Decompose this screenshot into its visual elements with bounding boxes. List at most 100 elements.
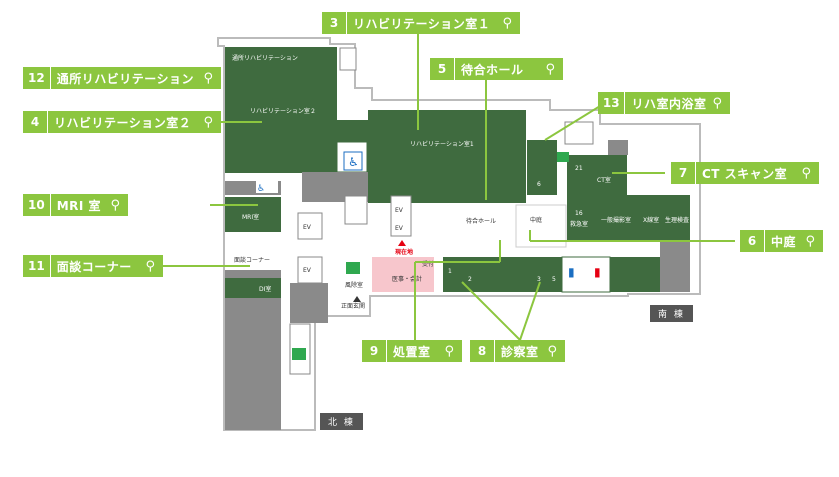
callout-number: 5 [430, 58, 455, 80]
callout-reha2[interactable]: 4 リハビリテーション室２ ⚲ [23, 111, 221, 133]
south-gray [660, 240, 690, 292]
map-pin-icon: ⚲ [145, 258, 155, 274]
ev-block-mid [390, 195, 412, 237]
callout-label: MRI 室 [56, 198, 102, 213]
label-entrance: 正面玄関 [341, 302, 365, 310]
di-room [225, 278, 281, 298]
label-ev4: EV [303, 267, 312, 274]
toilet-male-icon: ▮ [568, 265, 575, 279]
reha2-room [225, 47, 337, 173]
label-exam5: 5 [552, 276, 556, 283]
gray-lower-left [290, 283, 328, 323]
callout-number: 11 [23, 255, 51, 277]
toilet-accessible-icon [256, 181, 278, 193]
exam21-room [567, 155, 597, 195]
callout-waiting-hall[interactable]: 5 待合ホール ⚲ [430, 58, 563, 80]
stair-right [564, 121, 594, 145]
label-ev1: EV [303, 224, 312, 231]
label-ev3: EV [395, 225, 404, 232]
callout-number: 7 [671, 162, 696, 184]
callout-number: 9 [362, 340, 387, 362]
map-pin-icon: ⚲ [712, 95, 722, 111]
map-pin-icon: ⚲ [502, 15, 512, 31]
callout-label: リハビリテーション室２ [54, 115, 192, 130]
label-uketsuke: 受付 [422, 260, 434, 268]
toilet-area [561, 256, 611, 293]
label-exam3: 3 [537, 276, 541, 283]
map-pin-icon: ⚲ [805, 233, 815, 249]
map-pin-icon: ⚲ [547, 343, 557, 359]
label-exam6: 6 [537, 181, 541, 188]
imaging-block [597, 195, 690, 240]
label-seiriken: 生理検査 [665, 216, 689, 224]
callout-number: 8 [470, 340, 495, 362]
callout-label: 待合ホール [461, 62, 524, 77]
label-ippan: 一般撮影室 [601, 216, 631, 224]
wheelchair-icon [343, 151, 363, 171]
callout-lines [162, 29, 735, 345]
map-pin-icon: ⚲ [545, 61, 555, 77]
label-exam2: 2 [468, 276, 472, 283]
callout-mri[interactable]: 10 MRI 室 ⚲ [23, 194, 128, 216]
label-reha2: リハビリテーション室２ [250, 107, 316, 115]
mri-room [225, 197, 281, 232]
ev-block-lower [297, 256, 323, 284]
label-ct: CT室 [597, 176, 611, 184]
south-wing-tag: 南 棟 [650, 305, 693, 322]
callout-reha-bath[interactable]: 13 リハ室内浴室 ⚲ [598, 92, 730, 114]
callout-label: 診察室 [501, 344, 539, 359]
exit-sign-icon [346, 262, 360, 274]
label-xray: X線室 [643, 216, 659, 224]
label-tsusho: 通所リハビリテーション [232, 54, 298, 62]
label-reception: 医事・会計 [392, 275, 422, 283]
label-exam21: 21 [575, 165, 583, 172]
callout-label: 面談コーナー [56, 259, 132, 274]
label-reha1: リハビリテーション室1 [410, 140, 474, 148]
map-pin-icon: ⚲ [444, 343, 454, 359]
reha1-extension [430, 150, 490, 203]
label-di: DI室 [259, 285, 271, 293]
north-wing-tag: 北 棟 [320, 413, 363, 430]
callout-number: 6 [740, 230, 765, 252]
label-waiting: 待合ホール [466, 217, 496, 225]
map-pin-icon: ⚲ [801, 165, 811, 181]
callout-label: 中庭 [771, 234, 797, 249]
exam-row-right [610, 257, 660, 292]
wheelchair-icon-glyph: ♿ [348, 155, 359, 169]
map-pin-icon: ⚲ [110, 197, 120, 213]
stair-top [339, 47, 357, 71]
stair-mid [344, 195, 368, 225]
map-pin-icon: ⚲ [203, 70, 213, 86]
callout-courtyard[interactable]: 6 中庭 ⚲ [740, 230, 823, 252]
entrance-arrow-icon [353, 296, 361, 302]
callout-shinsatsu[interactable]: 8 診察室 ⚲ [470, 340, 565, 362]
label-mri: MRI室 [242, 213, 259, 221]
callout-label: リハ室内浴室 [631, 96, 707, 111]
callout-reha1[interactable]: 3 リハビリテーション室１ ⚲ [322, 12, 520, 34]
toilet-accessible-glyph: ♿ [257, 184, 265, 194]
label-mendan: 面談コーナー [234, 256, 270, 264]
map-pin-icon: ⚲ [203, 114, 213, 130]
label-nakaniwa: 中庭 [530, 216, 542, 224]
exam16-room [567, 195, 597, 240]
label-fuujoshitsu: 風除室 [345, 281, 363, 289]
callout-label: 通所リハビリテーション [56, 71, 194, 86]
callout-shochi[interactable]: 9 処置室 ⚲ [362, 340, 462, 362]
callout-tsusho-reha[interactable]: 12 通所リハビリテーション ⚲ [23, 67, 221, 89]
gray-right-top [608, 140, 628, 155]
callout-number: 3 [322, 12, 347, 34]
callout-label: 処置室 [393, 344, 431, 359]
bath-room [527, 140, 557, 195]
current-location-marker [398, 240, 406, 246]
callout-mendan[interactable]: 11 面談コーナー ⚲ [23, 255, 163, 277]
callout-number: 10 [23, 194, 51, 216]
exit-sign-icon-2 [292, 348, 306, 360]
callout-number: 13 [598, 92, 626, 114]
callout-ct[interactable]: 7 CT スキャン室 ⚲ [671, 162, 819, 184]
label-ev2: EV [395, 207, 404, 214]
callout-number: 4 [23, 111, 48, 133]
exit-sign-icon-3 [557, 152, 569, 162]
label-exam1: 1 [448, 268, 452, 275]
ct-room [597, 155, 627, 195]
